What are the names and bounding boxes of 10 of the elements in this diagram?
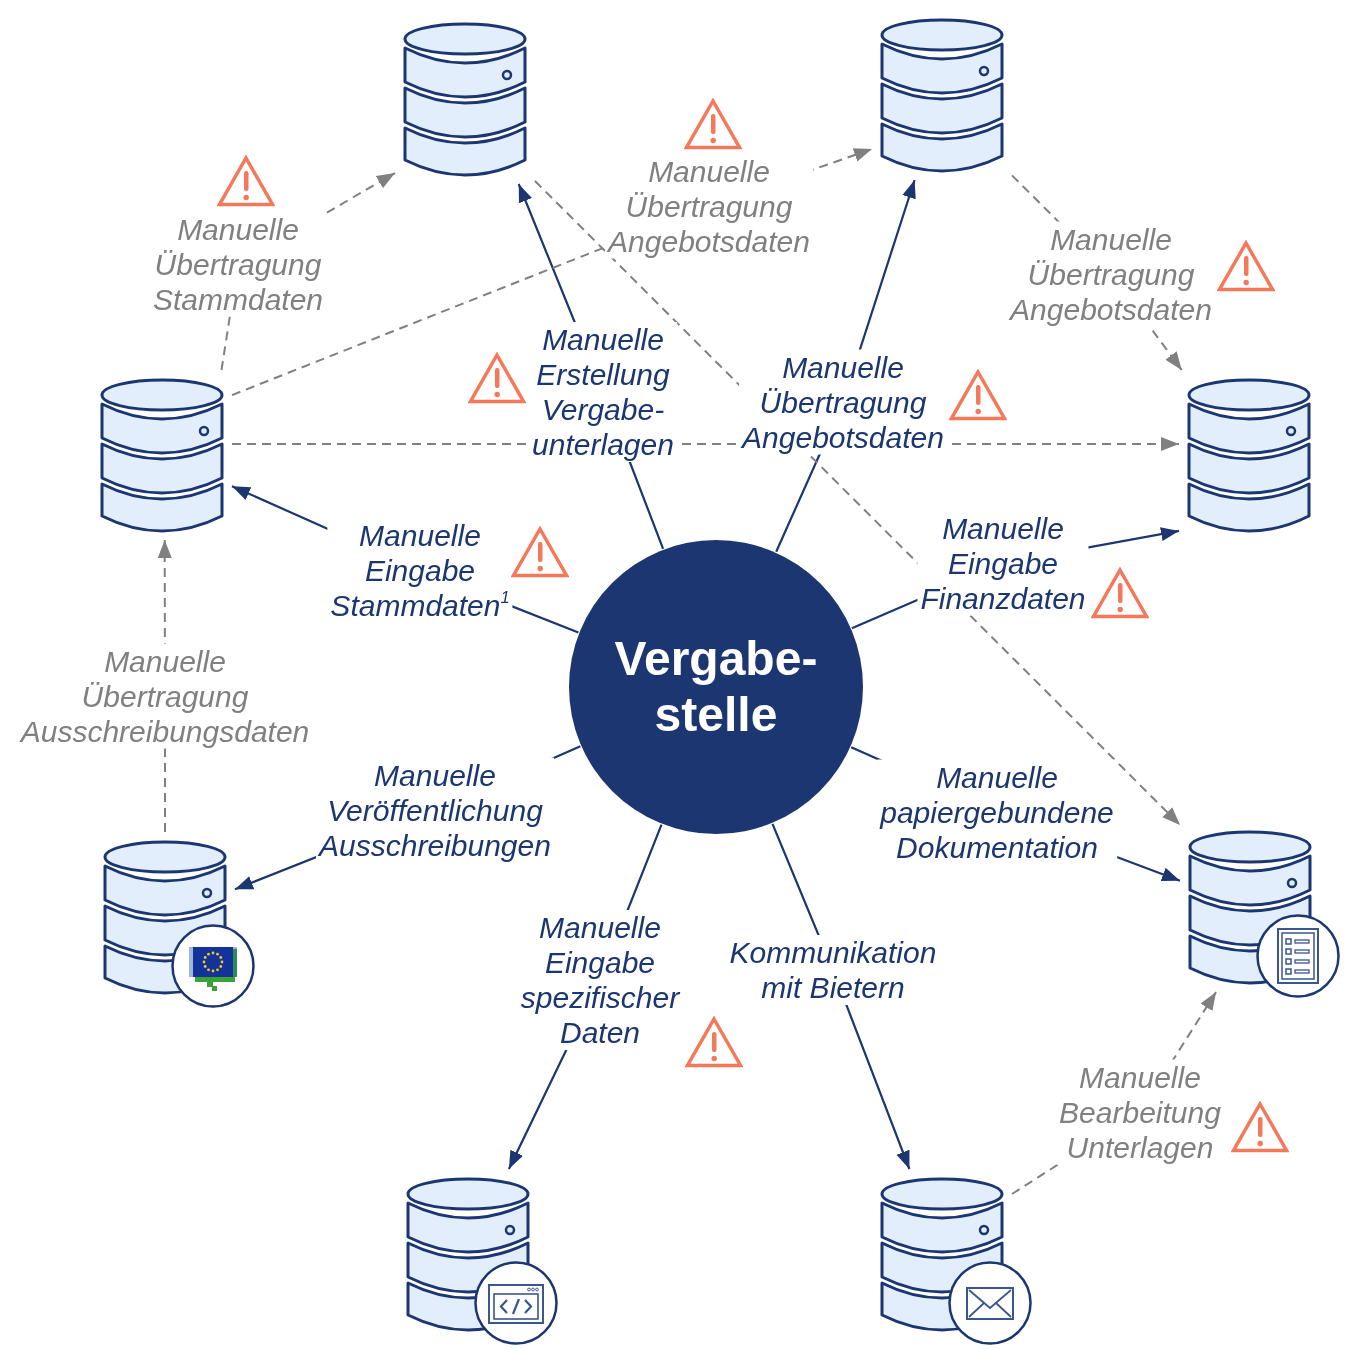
database-cylinder [401, 20, 529, 178]
edge-label: Manuelle Erstellung Vergabe- unterlagen [529, 322, 677, 462]
edge-label: Manuelle Übertragung Angebotsdaten [739, 349, 947, 455]
database-cylinder [1185, 376, 1313, 534]
node-title: Vergabe- stelle [614, 631, 818, 743]
database-cylinder [98, 376, 226, 534]
edge-label: Manuelle Bearbeitung Unterlagen [1056, 1059, 1224, 1165]
edge-label: Manuelle Veröffentlichung Ausschreibungen [316, 757, 554, 863]
database-cylinder [878, 16, 1006, 174]
edge-label: Manuelle Eingabe spezifischer Daten [517, 910, 683, 1050]
